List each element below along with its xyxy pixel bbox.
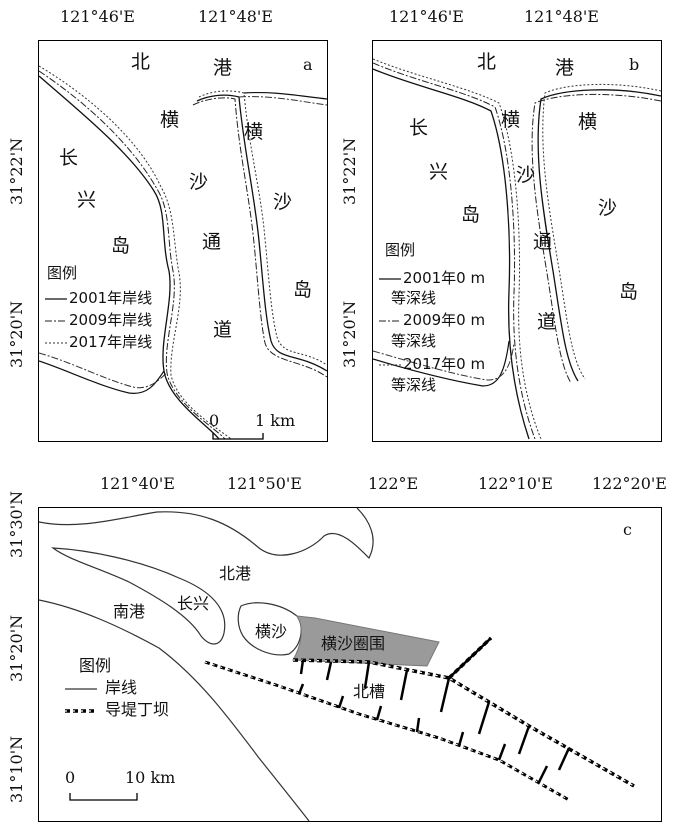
panel-b-legend-title: 图例 [385,241,416,259]
panel-a-label-sha-2: 沙 [273,191,293,213]
panel-b-legend-item-2017-b: 等深线 [391,376,437,394]
panel-c-north-shore [39,508,374,560]
panel-b-xtick-2: 121°48'E [524,7,599,26]
panel-b-label-sha-2: 沙 [598,197,618,219]
panel-c-south-shore [39,599,310,821]
panel-c-xtick-5: 122°20'E [592,474,667,493]
panel-a-shorelines [39,65,327,440]
panel-a-label-heng-2: 横 [244,121,264,143]
panel-b-label-gang: 港 [555,57,575,79]
panel-c-label-beigang: 北港 [219,564,252,583]
panel-a-xtick-2: 121°48'E [198,7,273,26]
panel-a-label-heng-1: 横 [160,109,180,131]
panel-a-label-bei: 北 [131,51,151,73]
panel-c-label-hengsha-reclamation: 横沙圈围 [321,634,386,653]
panel-b-label-dao-2: 岛 [619,281,639,303]
panel-b-legend-item-2009-b: 等深线 [391,332,437,350]
panel-a-letter: a [303,55,313,74]
panel-a-label-xing: 兴 [77,189,97,211]
panel-c-hengsha [237,602,302,656]
panel-b-label-chang: 长 [409,117,429,139]
panel-c-xtick-3: 122°E [368,474,419,493]
panel-a-label-dao-2: 岛 [293,279,313,301]
panel-a-label-dao-3: 道 [213,319,233,341]
panel-c-scale-zero: 0 [65,768,76,787]
panel-a-scale-zero: 0 [209,411,220,430]
panel-c-ytick-1: 31°30'N [7,490,26,558]
panel-b-xtick-1: 121°46'E [389,7,464,26]
panel-b-legend-item-2017: 2017年0 m [403,355,486,373]
panel-c-changxing [51,547,226,645]
panel-c-scale-value: 10 km [125,768,176,787]
panel-b-label-tong: 通 [533,231,553,253]
panel-c-legend-title: 图例 [79,656,112,675]
panel-b-hengsha-2001 [537,89,661,382]
panel-c-label-changxing: 长兴 [177,594,210,613]
panel-c-reclamation-area [292,615,440,667]
panel-b-letter: b [629,55,640,74]
panel-a-label-chang: 长 [59,147,79,169]
panel-b-changxing-2017 [373,58,542,440]
panel-a-changxing-south [39,360,165,394]
panel-c-map: c 北港 南港 长兴 横沙 横沙圈围 北槽 图例 岸线 导堤丁坝 0 10 km [38,507,662,822]
panel-b-changxing-2001 [373,68,530,440]
panel-a-label-sha-1: 沙 [189,171,209,193]
panel-c-letter: c [623,520,632,539]
panel-a-scale-value: 1 km [255,411,296,430]
panel-b-label-xing: 兴 [429,161,449,183]
panel-c-shorelines [39,508,635,821]
panel-a-legend-title: 图例 [47,264,78,282]
panel-b-hengsha-2017 [542,83,661,380]
panel-a-xtick-1: 121°46'E [60,7,135,26]
panel-c-south-dike [204,660,570,802]
panel-c-legend-dike: 导堤丁坝 [105,700,170,719]
panel-a-label-dao-1: 岛 [111,235,131,257]
panel-b-label-dao-1: 岛 [461,204,481,226]
panel-c-xtick-1: 121°40'E [100,474,175,493]
panel-c-legend-shoreline: 岸线 [105,678,138,697]
panel-b-label-dao-3: 道 [537,311,557,333]
panel-c-ytick-3: 31°10'N [7,735,26,803]
panel-c-scalebar [69,793,138,801]
panel-a-legend-item-2017: 2017年岸线 [69,333,153,351]
panel-b-isobaths [373,58,661,440]
panel-c-label-hengsha: 横沙 [255,622,288,641]
panel-c-xtick-4: 122°10'E [478,474,553,493]
panel-b-label-sha-1: 沙 [516,164,536,186]
panel-c-groynes [297,637,571,783]
panel-b-legend-item-2001: 2001年0 m [403,269,486,287]
panel-c-label-nangang: 南港 [113,602,146,621]
panel-a-changxing-2001 [39,75,220,440]
panel-b-ytick-1: 31°22'N [340,137,359,205]
panel-a-legend-item-2001: 2001年岸线 [69,289,153,307]
panel-a-changxing-2017 [39,65,232,440]
panel-c-label-beicao: 北槽 [353,682,386,701]
panel-b-label-heng-2: 横 [578,111,598,133]
panel-a-changxing-2009 [39,70,226,440]
panel-a-label-gang: 港 [213,57,233,79]
panel-a-hengsha-2001 [196,94,327,372]
panel-b-map: b 北 港 长 横 横 兴 沙 沙 岛 通 岛 道 图例 2001年0 m 等深… [372,40,662,442]
panel-c-xtick-2: 121°50'E [227,474,302,493]
panel-a-ytick-2: 31°20'N [7,300,26,368]
panel-b-label-heng-1: 横 [501,109,521,131]
panel-b-label-bei: 北 [477,51,497,73]
panel-a-hengsha-2017 [198,90,327,366]
panel-b-ytick-2: 31°20'N [340,300,359,368]
panel-a-map: a 北 港 横 横 长 沙 沙 兴 通 岛 岛 道 图例 2001年岸线 200… [38,40,328,442]
panel-a-label-tong: 通 [202,231,222,253]
panel-c-ytick-2: 31°20'N [7,614,26,682]
panel-b-hengsha-2009 [531,93,661,384]
panel-b-changxing-2009 [373,62,536,440]
panel-a-scalebar [212,433,264,440]
panel-a-ytick-1: 31°22'N [7,137,26,205]
panel-b-legend-item-2001-b: 等深线 [391,289,437,307]
panel-a-hengsha-2009 [192,97,327,378]
panel-a-legend-item-2009: 2009年岸线 [69,311,153,329]
panel-b-legend-item-2009: 2009年0 m [403,311,486,329]
panel-c-north-dike [292,658,635,788]
